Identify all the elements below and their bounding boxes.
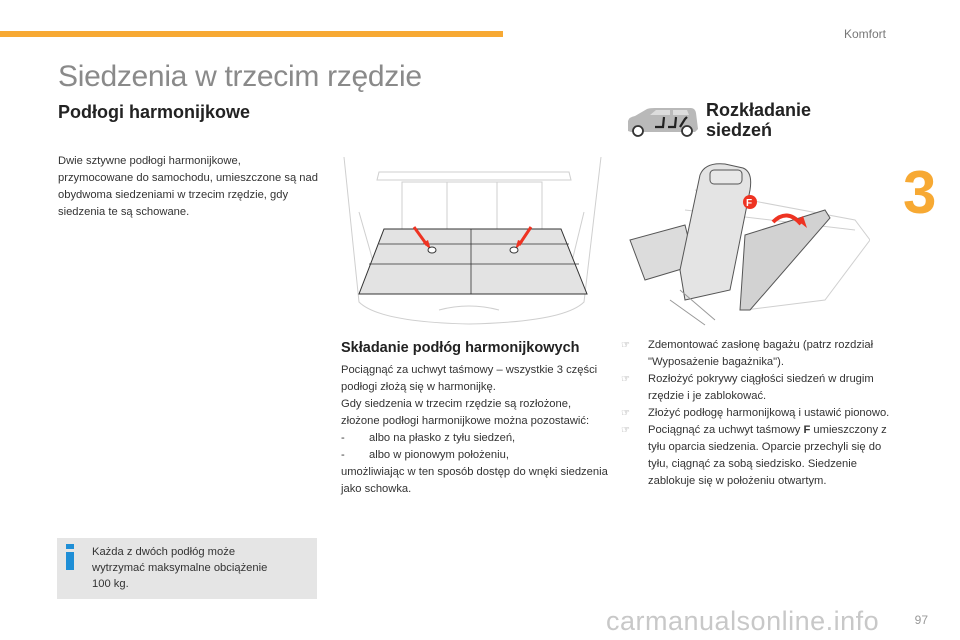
- option-item: -albo w pionowym położeniu,: [341, 449, 509, 461]
- heading-unfolding-seats: Rozkładanie siedzeń: [706, 100, 811, 140]
- trunk-floor-illustration: [343, 156, 602, 325]
- watermark: carmanualsonline.info: [606, 606, 880, 636]
- page-title: Siedzenia w trzecim rzędzie: [58, 60, 422, 93]
- hand-pointer-icon: ☞: [621, 374, 630, 385]
- hand-pointer-icon: ☞: [621, 340, 630, 351]
- info-text: Każda z dwóch podłóg może wytrzymać maks…: [92, 546, 268, 590]
- svg-text:F: F: [746, 198, 752, 209]
- folding-instructions: Pociągnąć za uchwyt taśmowy – wszystkie …: [341, 362, 611, 498]
- option-item: -albo na płasko z tyłu siedzeń,: [341, 432, 516, 444]
- section-name: Komfort: [843, 27, 886, 41]
- paragraph: Gdy siedzenia w trzecim rzędzie są rozło…: [341, 398, 590, 427]
- heading-folding-floors: Składanie podłóg harmonijkowych: [341, 340, 580, 356]
- step-item: ☞Rozłożyć pokrywy ciągłości siedzeń w dr…: [621, 371, 901, 405]
- hand-pointer-icon: ☞: [621, 425, 630, 436]
- chapter-number: 3: [903, 159, 937, 226]
- paragraph: Pociągnąć za uchwyt taśmowy – wszystkie …: [341, 364, 598, 393]
- step-item: ☞Złożyć podłogę harmonijkową i ustawić p…: [621, 405, 901, 422]
- heading-accordion-floors: Podłogi harmonijkowe: [58, 102, 251, 122]
- paragraph: umożliwiając w ten sposób dostęp do wnęk…: [341, 466, 608, 495]
- page-number: 97: [914, 613, 928, 627]
- info-icon: [66, 544, 74, 570]
- unfolding-steps: ☞Zdemontować zasłonę bagażu (patrz rozdz…: [621, 337, 901, 490]
- seat-unfolding-illustration: F: [629, 163, 870, 326]
- accent-bar: [0, 31, 503, 37]
- step-item: ☞Zdemontować zasłonę bagażu (patrz rozdz…: [621, 337, 901, 371]
- step-item: ☞Pociągnąć za uchwyt taśmowy F umieszczo…: [621, 422, 901, 490]
- heading-line-1: Rozkładanie: [706, 100, 812, 120]
- intro-text: Dwie sztywne podłogi harmonijkowe, przym…: [58, 155, 318, 218]
- info-note: Każda z dwóch podłóg może wytrzymać maks…: [57, 538, 317, 599]
- hand-pointer-icon: ☞: [621, 408, 630, 419]
- heading-line-2: siedzeń: [706, 120, 773, 140]
- car-seats-icon: [628, 108, 698, 137]
